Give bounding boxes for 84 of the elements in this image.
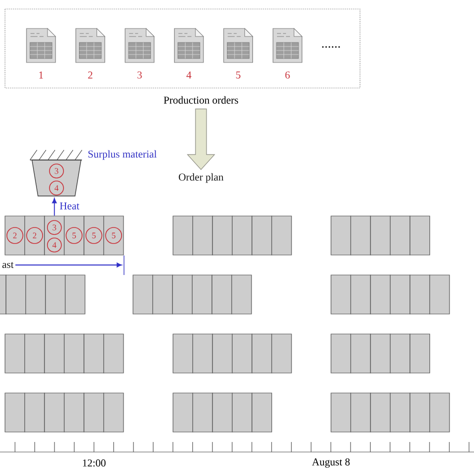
- item-number: 6: [285, 71, 290, 79]
- text-label: ast: [2, 262, 14, 268]
- schedule-block: [172, 334, 194, 374]
- schedule-block: [429, 274, 450, 314]
- item-number: 5: [236, 72, 240, 78]
- schedule-block: [64, 274, 86, 314]
- arrow: [52, 198, 57, 216]
- schedule-block: [103, 216, 124, 256]
- schedule-block: [103, 392, 124, 432]
- schedule-block: [390, 216, 410, 256]
- schedule-block: [252, 392, 272, 432]
- schedule-block: [192, 334, 213, 374]
- schedule-block: [370, 392, 391, 432]
- schedule-block: [103, 334, 124, 374]
- schedule-block: [212, 392, 233, 432]
- schedule-block: [390, 392, 410, 432]
- schedule-block: [390, 334, 410, 374]
- schedule-block: [4, 334, 26, 374]
- schedule-block: [172, 392, 194, 432]
- schedule-block: [410, 334, 430, 374]
- node-label: Production orders: [164, 96, 238, 104]
- axis-label: 12:00: [82, 459, 106, 467]
- edge-label: Heat: [58, 201, 80, 210]
- item-number: 2: [88, 72, 92, 78]
- schedule-block: [192, 392, 213, 432]
- schedule-block: [330, 334, 352, 374]
- item-number: 4: [186, 72, 192, 78]
- schedule-block: [350, 216, 371, 256]
- schedule-block: [410, 274, 430, 314]
- schedule-block: [24, 392, 45, 432]
- schedule-block: [271, 334, 292, 374]
- schedule-block: [330, 392, 352, 432]
- schedule-block: [45, 274, 66, 314]
- schedule-block: [192, 274, 212, 314]
- note-text: Surplus material: [88, 150, 157, 160]
- schedule-block: [271, 216, 292, 256]
- schedule-block: [25, 274, 46, 314]
- schedule-block: [172, 216, 194, 256]
- block-arrow: [186, 108, 216, 170]
- schedule-block: [232, 392, 252, 432]
- schedule-block: [84, 216, 104, 256]
- schedule-block: [4, 216, 26, 256]
- schedule-block: [172, 274, 193, 314]
- schedule-block: [429, 392, 450, 432]
- schedule-block: [252, 334, 272, 374]
- item-number: 3: [137, 71, 142, 79]
- axis-label: August 8: [312, 458, 350, 468]
- schedule-block: [410, 392, 430, 432]
- schedule-block: [44, 334, 65, 374]
- schedule-block: [370, 216, 391, 256]
- schedule-block: [64, 334, 84, 374]
- schedule-block: [350, 334, 371, 374]
- text-label: Order plan: [178, 173, 224, 183]
- schedule-block: [64, 392, 84, 432]
- schedule-block: [330, 216, 352, 256]
- schedule-block: [330, 274, 352, 314]
- schedule-block: [84, 392, 104, 432]
- schedule-block: [231, 274, 252, 314]
- schedule-block: [410, 216, 430, 256]
- schedule-block: [0, 274, 6, 314]
- schedule-block: [152, 274, 173, 314]
- schedule-block: [232, 216, 252, 256]
- ellipsis-text: ......: [322, 46, 340, 48]
- schedule-block: [212, 274, 232, 314]
- schedule-block: [24, 334, 45, 374]
- schedule-block: [212, 216, 233, 256]
- schedule-block: [44, 392, 65, 432]
- schedule-block: [44, 216, 65, 256]
- arrow: [14, 262, 122, 268]
- schedule-block: [350, 392, 371, 432]
- schedule-block: [132, 274, 154, 314]
- schedule-block: [252, 216, 272, 256]
- schedule-block: [370, 274, 391, 314]
- schedule-block: [24, 216, 45, 256]
- schedule-block: [370, 334, 391, 374]
- item-number: 1: [39, 72, 43, 78]
- schedule-block: [350, 274, 371, 314]
- schedule-block: [212, 334, 233, 374]
- schedule-block: [232, 334, 252, 374]
- schedule-block: [4, 392, 26, 432]
- schedule-block: [390, 274, 410, 314]
- schedule-block: [64, 216, 84, 256]
- schedule-block: [192, 216, 213, 256]
- schedule-block: [84, 334, 104, 374]
